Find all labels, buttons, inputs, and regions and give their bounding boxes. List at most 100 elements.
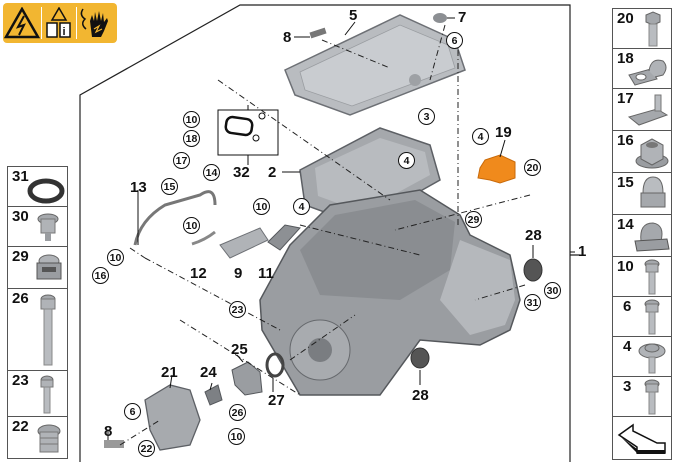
shaft-seal-part [523,258,543,282]
callout-32: 32 [233,164,250,181]
circled-callout-23: 23 [229,301,246,318]
rear-cover-part [144,384,201,451]
part-number: 23 [12,372,29,389]
circled-callout-29: 29 [465,211,482,228]
circled-callout-18: 18 [183,130,200,147]
callout-12: 12 [190,265,207,282]
callout-2: 2 [268,164,277,181]
right-parts-panel: 20 18 17 16 15 14 10 6 4 3 [612,8,672,460]
circled-callout-3: 3 [418,108,435,125]
callout-27: 27 [268,392,285,409]
part-cell-3[interactable]: 3 [613,377,671,417]
assembly-frame-line [79,4,580,462]
circled-callout-4-bracket: 4 [293,198,310,215]
cable-part [133,190,217,246]
hose-part-12 [191,230,216,246]
left-parts-panel: 31 30 29 26 23 22 [7,166,68,459]
washer-bolt-icon [638,343,666,374]
part-cell-20[interactable]: 20 [613,9,671,49]
circled-callout-15: 15 [161,178,178,195]
callout-28-upper: 28 [525,227,542,244]
circled-callout-16: 16 [92,267,109,284]
callout-8: 8 [283,29,292,46]
circled-callout-10: 10 [183,111,200,128]
part-cell-6[interactable]: 6 [613,297,671,337]
next-page-button[interactable] [613,417,671,461]
bolt-icon [644,259,660,295]
screw-plug-icon [37,424,61,453]
part-cell-30[interactable]: 30 [8,207,67,247]
part-cell-10[interactable]: 10 [613,257,671,297]
circled-callout-6: 6 [446,32,463,49]
part-number: 31 [12,168,29,185]
bolt-icon [644,379,660,415]
callout-11: 11 [258,265,274,282]
circled-callout-4-pump: 4 [472,128,489,145]
svg-text:i: i [63,26,66,38]
part-number: 26 [12,290,29,307]
sensor-part-24 [204,384,223,406]
screw-plug-icon [37,213,59,241]
part-cell-14[interactable]: 14 [613,215,671,257]
callout-21: 21 [161,364,178,381]
warning-label: i [3,3,117,43]
valve-block-part-25 [231,361,263,396]
read-manual-icon: i [42,6,77,39]
circled-callout-6-cover: 6 [124,403,141,420]
callout-1: 1 [578,243,587,260]
circled-callout-20: 20 [524,159,541,176]
part-cell-29[interactable]: 29 [8,247,67,289]
part-number: 18 [617,50,634,67]
bolt-icon [40,375,54,414]
top-cover-part [284,14,466,116]
next-page-arrow-icon [617,423,666,454]
part-number: 6 [623,298,632,315]
seal-ring-icon [27,178,65,204]
leader-lines [119,24,531,446]
gasket-part [217,109,279,156]
part-number: 17 [617,90,634,107]
part-number: 3 [623,378,632,395]
part-number: 16 [617,132,634,149]
part-number: 22 [12,418,29,435]
part-cell-23[interactable]: 23 [8,371,67,417]
clip-with-stud-icon [627,94,669,126]
callout-19: 19 [495,124,512,141]
part-cell-15[interactable]: 15 [613,173,671,215]
callout-28-lower: 28 [412,387,429,404]
callout-25: 25 [231,341,248,358]
part-number: 15 [617,174,634,191]
circled-callout-14: 14 [203,164,220,181]
bracket-part-9 [219,227,269,259]
callout-8-lower: 8 [104,423,113,440]
label-plate-part [309,27,327,39]
part-number: 4 [623,338,632,355]
circled-callout-10-bracket: 10 [253,198,270,215]
high-voltage-warning-icon [3,6,42,39]
cap-nut-icon [640,176,666,208]
circled-callout-4: 4 [398,152,415,169]
part-cell-16[interactable]: 16 [613,131,671,173]
oil-pump-highlighted-part [477,154,516,184]
part-number: 10 [617,258,634,275]
bolt-icon [644,299,660,335]
flange-nut-icon [635,138,669,169]
part-cell-18[interactable]: 18 [613,49,671,89]
part-cell-4[interactable]: 4 [613,337,671,377]
part-cell-26[interactable]: 26 [8,289,67,371]
circled-callout-22: 22 [138,440,155,457]
clamp-icon [634,222,670,252]
long-bolt-icon [40,294,56,366]
circled-callout-10-cable: 10 [107,249,124,266]
cable-clip-icon [628,59,667,86]
part-number: 29 [12,248,29,265]
breather-valve-icon [36,254,62,280]
circled-callout-31: 31 [524,294,541,311]
callout-9: 9 [234,265,243,282]
part-cell-31[interactable]: 31 [8,167,67,207]
part-cell-22[interactable]: 22 [8,417,67,460]
circled-callout-30: 30 [544,282,561,299]
part-cell-17[interactable]: 17 [613,89,671,131]
electric-shock-hand-icon [77,7,117,39]
